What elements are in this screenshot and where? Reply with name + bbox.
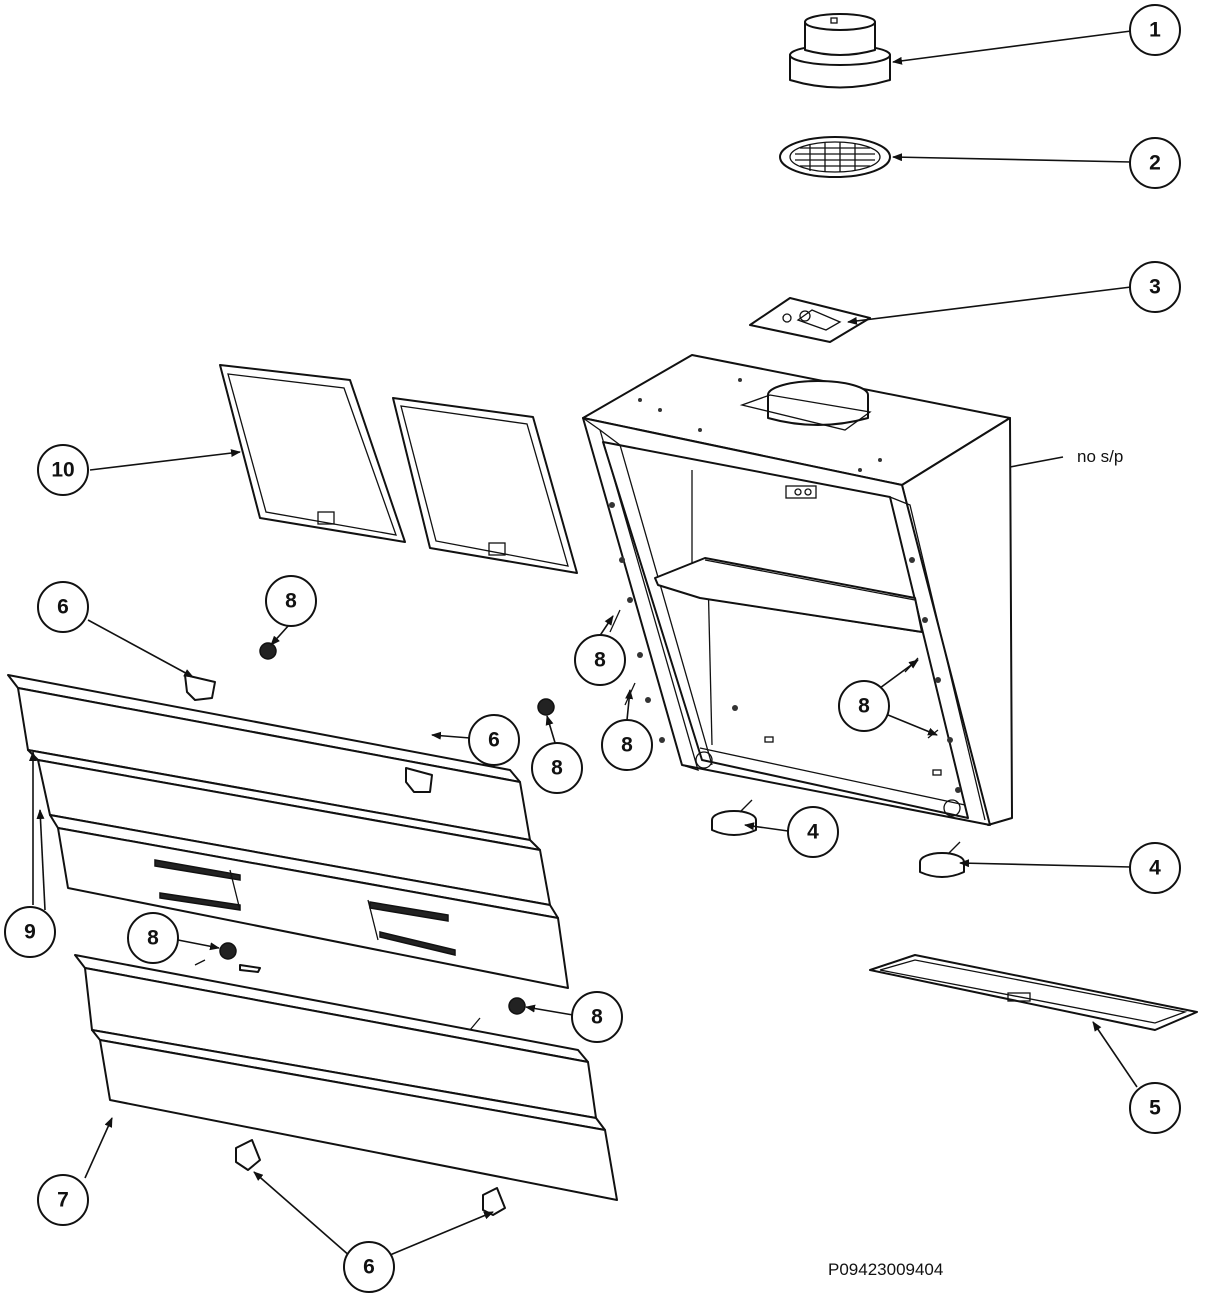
mounting-plate-part <box>749 297 871 343</box>
callout-number: 8 <box>591 1006 603 1029</box>
no-spare-part-note: no s/p <box>1077 447 1123 466</box>
callout-circle <box>265 575 317 627</box>
callout-number: 8 <box>551 757 563 780</box>
callout-8: 8 <box>574 634 626 686</box>
callout-3: 3 <box>1129 261 1181 313</box>
callout-circle <box>1129 261 1181 313</box>
callout-4: 4 <box>1129 842 1181 894</box>
callout-circle <box>37 1174 89 1226</box>
duct-collar-part <box>789 13 891 89</box>
callout-number: 1 <box>1149 19 1161 42</box>
callout-circle <box>531 742 583 794</box>
callout-circle <box>37 581 89 633</box>
callout-8: 8 <box>838 680 890 732</box>
callout-circle <box>574 634 626 686</box>
callout-number: 8 <box>858 695 870 718</box>
callout-4: 4 <box>787 806 839 858</box>
callout-6: 6 <box>343 1241 395 1293</box>
callout-circle <box>4 906 56 958</box>
callout-8: 8 <box>265 575 317 627</box>
callout-8: 8 <box>531 742 583 794</box>
callout-number: 8 <box>147 927 159 950</box>
callout-circle <box>1129 842 1181 894</box>
callout-number: 4 <box>1149 857 1161 880</box>
callout-10: 10 <box>37 444 89 496</box>
callout-circle <box>838 680 890 732</box>
callout-circle <box>571 991 623 1043</box>
lower-front-panel-part <box>74 954 618 1201</box>
hood-body-part <box>582 354 1013 826</box>
callout-8: 8 <box>571 991 623 1043</box>
callout-8: 8 <box>601 719 653 771</box>
callout-number: 6 <box>363 1256 375 1279</box>
callout-circle <box>1129 1082 1181 1134</box>
callout-circle <box>127 912 179 964</box>
callout-number: 8 <box>285 590 297 613</box>
callout-8: 8 <box>127 912 179 964</box>
callout-number: 6 <box>488 729 500 752</box>
callout-5: 5 <box>1129 1082 1181 1134</box>
grease-filter-part <box>219 364 578 574</box>
round-grille-part <box>779 136 891 178</box>
callout-1: 1 <box>1129 4 1181 56</box>
callout-number: 8 <box>594 649 606 672</box>
callout-2: 2 <box>1129 137 1181 189</box>
callout-circle <box>601 719 653 771</box>
callout-9: 9 <box>4 906 56 958</box>
upper-front-panel-part <box>7 674 569 989</box>
callout-number: 8 <box>621 734 633 757</box>
callout-number: 2 <box>1149 152 1161 175</box>
long-filter-part <box>869 954 1198 1031</box>
callout-number: 9 <box>24 921 36 944</box>
callout-circle <box>343 1241 395 1293</box>
callout-number: 7 <box>57 1189 69 1212</box>
callout-circle <box>1129 4 1181 56</box>
callout-6: 6 <box>468 714 520 766</box>
callout-6: 6 <box>37 581 89 633</box>
callout-circle <box>787 806 839 858</box>
callout-circle <box>1129 137 1181 189</box>
callout-number: 6 <box>57 596 69 619</box>
leader-lines <box>29 30 1138 1258</box>
callout-number: 5 <box>1149 1097 1161 1120</box>
callout-7: 7 <box>37 1174 89 1226</box>
drawing-number: P09423009404 <box>828 1260 943 1279</box>
callout-circle <box>37 444 89 496</box>
callout-number: 10 <box>51 459 74 482</box>
bracket-part <box>184 674 506 1216</box>
callout-number: 4 <box>807 821 819 844</box>
callout-number: 3 <box>1149 276 1161 299</box>
callout-circle <box>468 714 520 766</box>
